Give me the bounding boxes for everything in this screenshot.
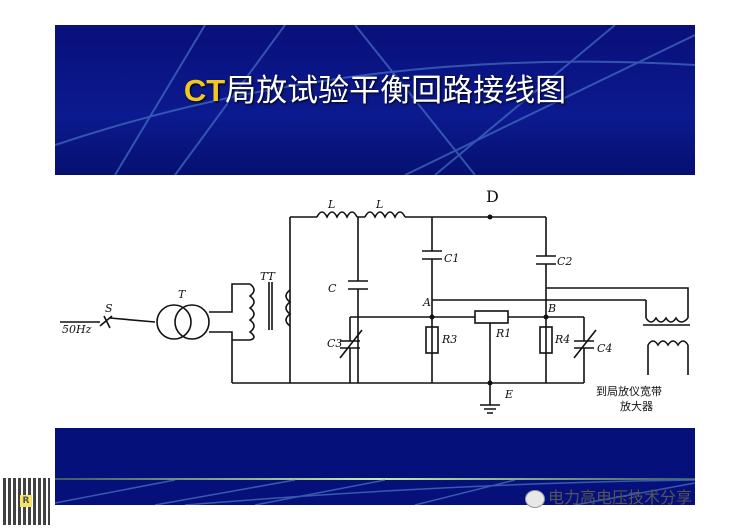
label-node-d: D bbox=[486, 187, 499, 206]
header-decor-lines bbox=[55, 25, 695, 175]
label-c3: C3 bbox=[327, 337, 342, 350]
label-r3: R3 bbox=[441, 333, 457, 346]
watermark: 电力高电压技术分享 bbox=[525, 484, 692, 508]
circuit-diagram: 50Hz S T TT L L C D C1 C2 A B C3 R3 R1 R… bbox=[55, 175, 695, 428]
wechat-icon bbox=[525, 489, 545, 508]
label-c2: C2 bbox=[557, 255, 572, 268]
footer-decor-lines bbox=[55, 479, 695, 505]
slide-header: CT局放试验平衡回路接线图 bbox=[55, 25, 695, 175]
slide-title: CT局放试验平衡回路接线图 bbox=[55, 65, 695, 110]
qr-code: R bbox=[3, 478, 50, 525]
slide-footer bbox=[55, 428, 695, 505]
circuit-schematic: 50Hz S T TT L L C D C1 C2 A B C3 R3 R1 R… bbox=[60, 187, 690, 414]
label-node-b: B bbox=[547, 302, 556, 315]
qr-badge: R bbox=[20, 495, 32, 507]
slide: CT局放试验平衡回路接线图 bbox=[55, 25, 695, 505]
label-inductor-2: L bbox=[375, 198, 383, 211]
label-r1: R1 bbox=[495, 327, 511, 340]
label-output-line2: 放大器 bbox=[620, 399, 653, 413]
title-text: 局放试验平衡回路接线图 bbox=[225, 73, 567, 109]
label-inductor-1: L bbox=[327, 198, 335, 211]
footer-glow-line bbox=[55, 478, 695, 480]
label-node-e: E bbox=[504, 388, 513, 401]
label-cap-main: C bbox=[328, 282, 337, 295]
watermark-text: 电力高电压技术分享 bbox=[548, 488, 693, 507]
label-switch: S bbox=[105, 302, 113, 315]
label-c4: C4 bbox=[597, 342, 612, 355]
label-output-line1: 到局放仪宽带 bbox=[596, 384, 662, 398]
label-transformer: T bbox=[178, 288, 187, 301]
label-node-a: A bbox=[422, 296, 431, 309]
label-r4: R4 bbox=[554, 333, 570, 346]
title-prefix: CT bbox=[183, 73, 226, 108]
label-c1: C1 bbox=[444, 252, 459, 265]
label-test-transformer: TT bbox=[260, 270, 277, 283]
label-source: 50Hz bbox=[62, 323, 92, 336]
